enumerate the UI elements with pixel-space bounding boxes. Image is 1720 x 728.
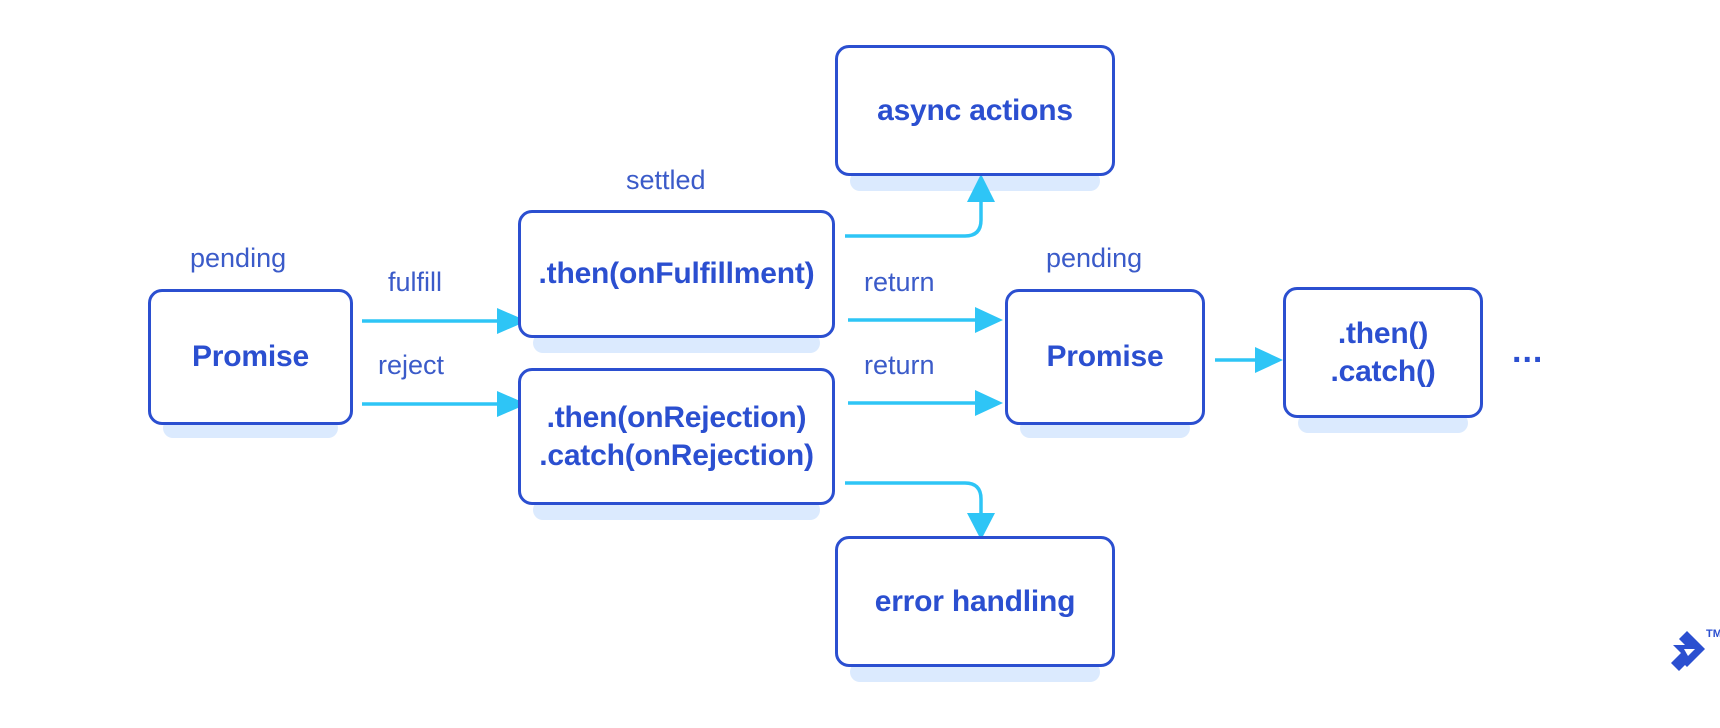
node-label-error-handling: error handling xyxy=(874,584,1076,618)
node-label-promise-returned: Promise xyxy=(1046,340,1164,374)
toptal-logo-icon xyxy=(1671,631,1705,671)
node-label-then-catch-rejection: .then(onRejection) .catch(onRejection) xyxy=(539,401,814,472)
toptal-logo: TM xyxy=(1668,628,1720,676)
node-label-then-catch-chain: .then() .catch() xyxy=(1330,317,1436,388)
edge-label-return-bottom: return xyxy=(864,350,935,380)
node-label-promise-initial: Promise xyxy=(192,340,309,374)
edge-return-bottom xyxy=(848,390,1003,416)
node-then-catch-rejection[interactable]: .then(onRejection) .catch(onRejection) xyxy=(518,368,835,505)
edge-return-top xyxy=(848,307,1003,333)
node-shadow-then-catch-rejection xyxy=(533,500,820,520)
edge-reject xyxy=(362,391,527,417)
edge-label-return-top: return xyxy=(864,267,935,297)
node-promise-returned[interactable]: Promise xyxy=(1005,289,1205,425)
node-label-then-fulfillment: .then(onFulfillment) xyxy=(538,257,815,291)
edge-error-handling xyxy=(845,481,995,540)
edge-label-fulfill: fulfill xyxy=(388,267,443,297)
edge-label-reject: reject xyxy=(378,350,445,380)
node-then-fulfillment[interactable]: .then(onFulfillment) xyxy=(518,210,835,338)
node-error-handling[interactable]: error handling xyxy=(835,536,1115,667)
node-shadow-error-handling xyxy=(850,662,1100,682)
trademark-symbol: TM xyxy=(1706,628,1720,640)
node-shadow-then-catch-chain xyxy=(1298,413,1468,433)
node-then-catch-chain[interactable]: .then() .catch() xyxy=(1283,287,1483,418)
chain-ellipsis: ... xyxy=(1512,332,1544,370)
caption-pending-returned: pending xyxy=(1046,243,1143,273)
node-label-async-actions: async actions xyxy=(877,93,1073,127)
node-async-actions[interactable]: async actions xyxy=(835,45,1115,176)
caption-pending-initial: pending xyxy=(190,243,287,273)
caption-settled: settled xyxy=(626,165,706,195)
node-shadow-then-fulfillment xyxy=(533,333,820,353)
edge-chain xyxy=(1215,347,1283,373)
edge-fulfill xyxy=(362,308,527,334)
node-promise-initial[interactable]: Promise xyxy=(148,289,353,425)
